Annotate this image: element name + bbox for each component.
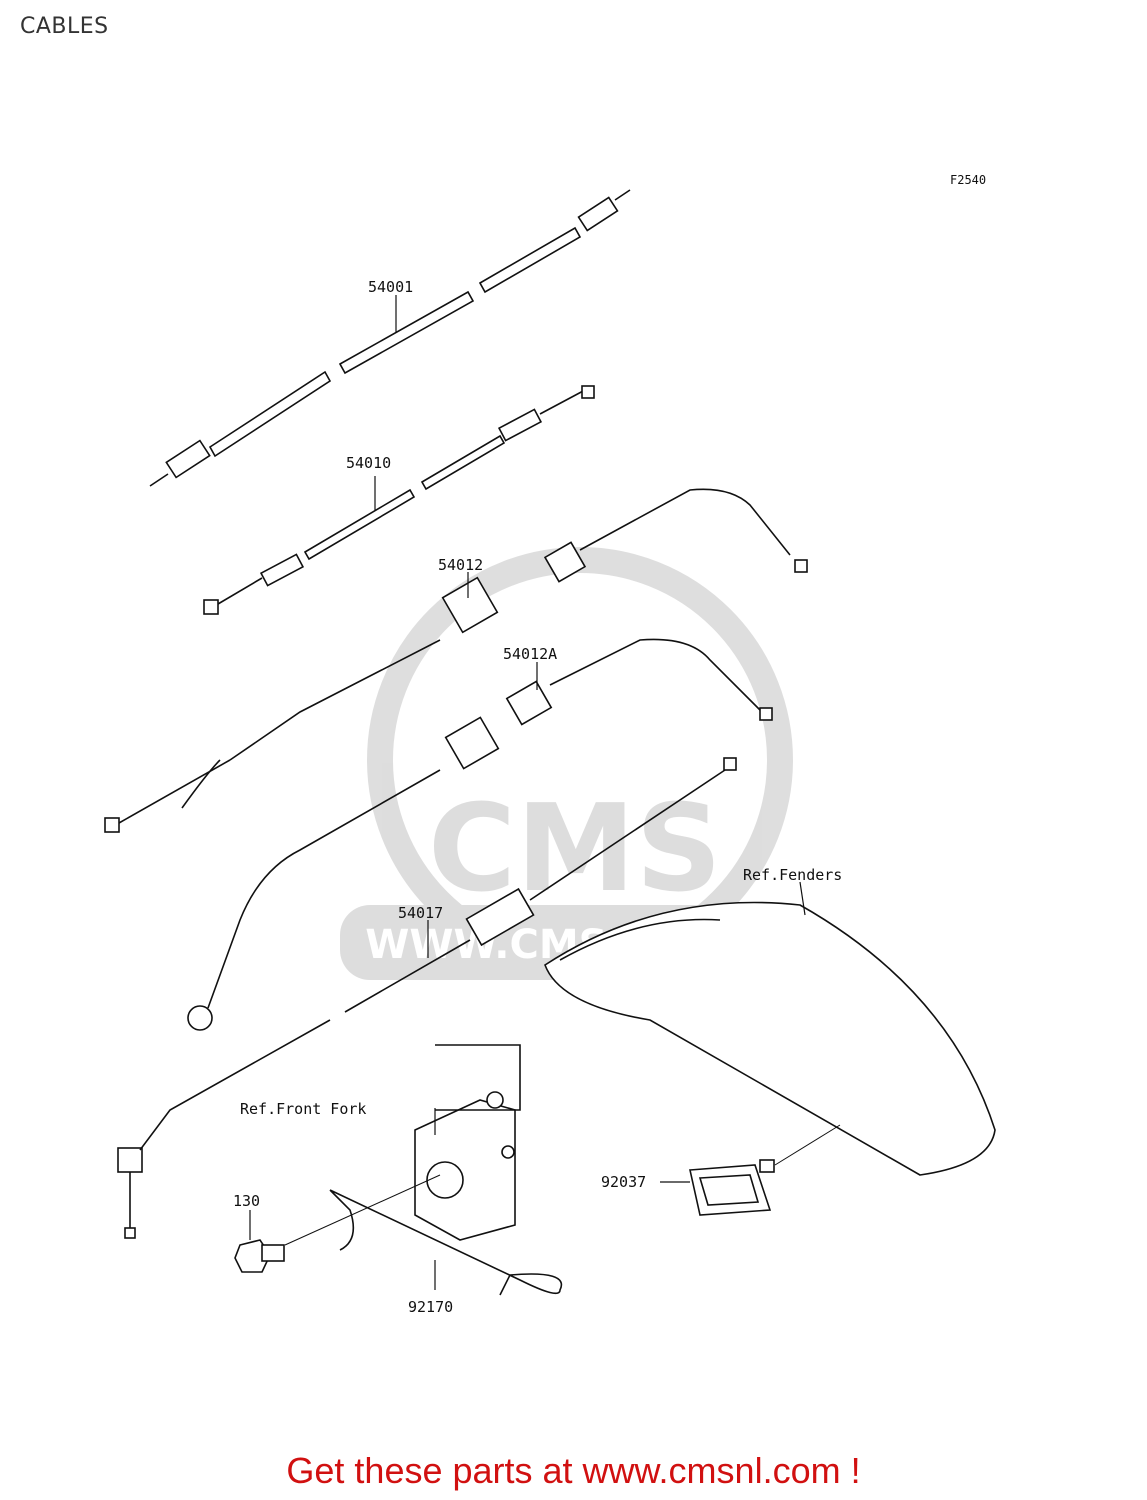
page-title: CABLES <box>20 14 109 39</box>
parts-diagram: CMS WWW.CMSNL.COM F2540 <box>104 173 996 1316</box>
label-54012A: 54012A <box>503 645 557 663</box>
cable-54001 <box>149 189 631 487</box>
cable-54012 <box>104 488 808 833</box>
front-fork-bracket <box>414 1044 521 1241</box>
footer-link[interactable]: Get these parts at www.cmsnl.com ! <box>286 1450 861 1491</box>
label-92037: 92037 <box>601 1173 646 1191</box>
grommet-92037 <box>689 1159 775 1216</box>
label-54017: 54017 <box>398 904 443 922</box>
label-ref-fenders: Ref.Fenders <box>743 866 842 884</box>
cable-54010 <box>203 385 595 615</box>
label-ref-front-fork: Ref.Front Fork <box>240 1100 366 1118</box>
label-54001: 54001 <box>368 278 413 296</box>
label-130: 130 <box>233 1192 260 1210</box>
clamp-92170 <box>329 1189 563 1296</box>
bolt-130 <box>234 1239 285 1273</box>
cable-54012A <box>187 638 773 1031</box>
fender <box>544 901 996 1176</box>
cable-54017 <box>117 757 737 1239</box>
label-54012: 54012 <box>438 556 483 574</box>
figure-code: F2540 <box>950 173 986 187</box>
label-92170: 92170 <box>408 1298 453 1316</box>
svg-text:CMS: CMS <box>428 780 722 919</box>
label-54010: 54010 <box>346 454 391 472</box>
